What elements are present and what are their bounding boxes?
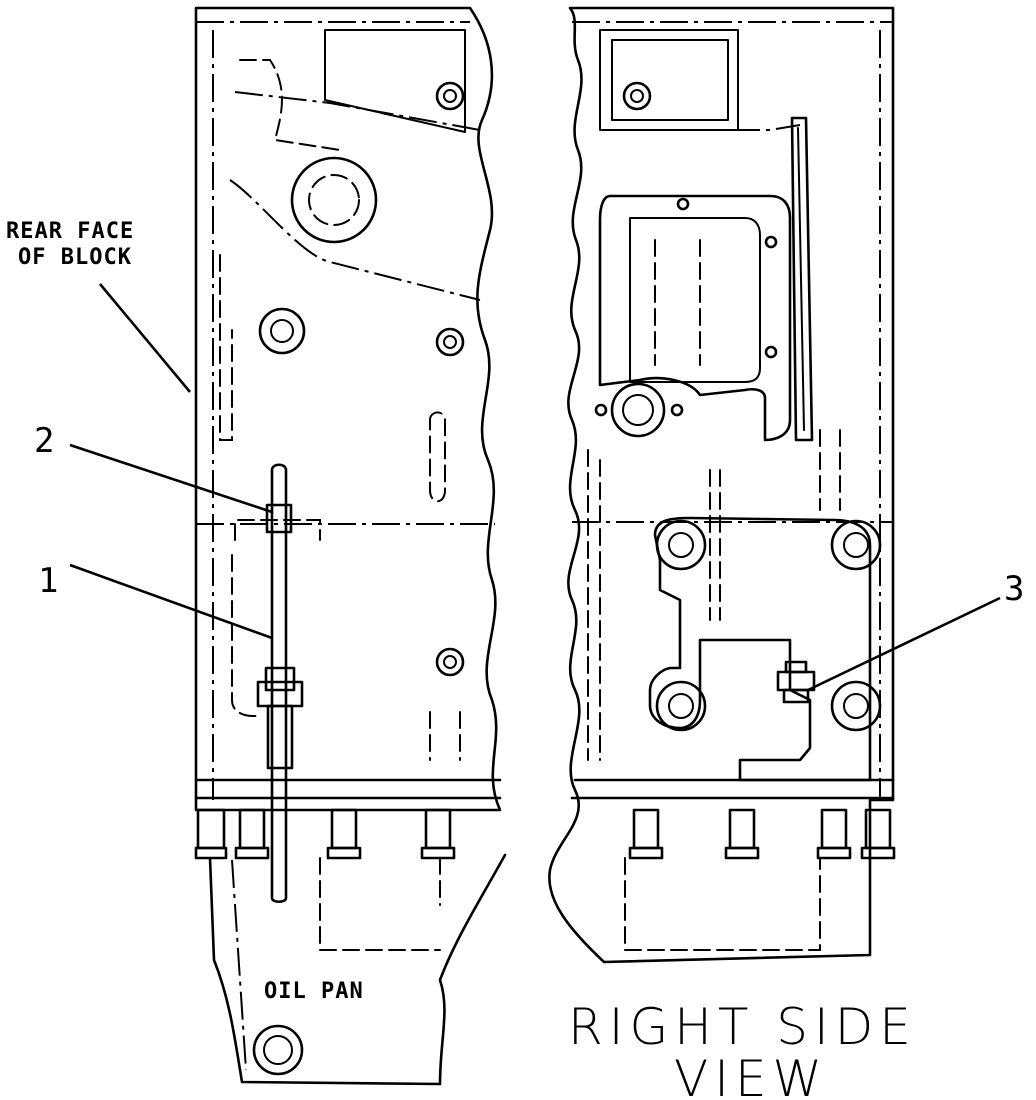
rear-large-boss (290, 156, 378, 244)
oil-pan-centerline (231, 859, 247, 1071)
rear-block-outline (194, 6, 502, 812)
right-window-inner (629, 217, 761, 383)
rear-face-label-line1: REAR FACE (6, 219, 134, 244)
leader-lines (69, 283, 1001, 692)
right-upper-pocket-inner (611, 39, 729, 121)
rear-casting-contour-4 (231, 554, 263, 718)
right-small-hole-3 (764, 345, 778, 359)
rear-boss-2 (258, 307, 306, 355)
rear-casting-contour-2 (219, 254, 233, 441)
right-small-hole-5 (670, 403, 684, 417)
right-pan-dash (624, 857, 821, 951)
right-bolt-hole-top (622, 81, 652, 111)
right-lower-dash-3 (819, 429, 841, 511)
right-window-dash (654, 239, 701, 366)
rear-face-label-line2: OF BLOCK (18, 245, 132, 270)
oil-pan-label: OIL PAN (264, 979, 364, 1004)
right-window-frame (598, 194, 792, 442)
right-cover-plate-inner (797, 127, 805, 431)
right-cover-plate (790, 116, 814, 442)
rear-centerline-diag (229, 179, 481, 301)
rear-bolt-hole-2 (435, 327, 465, 357)
callout-1: 1 (38, 561, 58, 601)
leader-rear-face (99, 283, 191, 393)
rear-casting-contour-1 (239, 59, 341, 151)
rear-casting-contour-3 (429, 411, 446, 503)
view-title-line2: VIEW (674, 1050, 828, 1100)
right-side-view (548, 6, 896, 964)
right-boss-low-right (830, 680, 882, 732)
rear-pan-bolts (194, 808, 456, 860)
right-upper-pocket (599, 29, 739, 131)
right-boss-window (610, 382, 666, 438)
right-small-hole-4 (594, 403, 608, 417)
rear-upper-pocket (324, 29, 466, 133)
right-boss-low-left (655, 680, 707, 732)
right-boss-mid-left (655, 519, 707, 571)
right-lower-dash-2 (709, 469, 721, 621)
right-boss-mid-right (830, 519, 882, 571)
drain-plug (776, 660, 816, 704)
right-small-hole-2 (764, 235, 778, 249)
rear-centerline-upper (234, 91, 481, 131)
dipstick-tube (256, 463, 304, 904)
callout-2: 2 (34, 421, 54, 461)
leader-callout-1 (69, 563, 273, 640)
rear-casting-contour-6 (234, 519, 321, 541)
right-block-outline (548, 6, 895, 964)
labels: REAR FACE OF BLOCK 2 1 3 OIL PAN RIGHT S… (6, 219, 1024, 1100)
oil-pan-flange-dash (319, 857, 441, 951)
view-title-line1: RIGHT SIDE (568, 998, 917, 1056)
callout-3: 3 (1004, 569, 1024, 609)
rear-block-view (194, 6, 507, 1086)
right-pan-bolts (628, 808, 896, 860)
rear-bolt-hole-3 (435, 647, 465, 677)
oil-pan-outline (208, 853, 507, 1086)
rear-bottom-rail (194, 778, 502, 800)
right-lower-dash-1 (587, 449, 601, 761)
leader-callout-2 (69, 443, 273, 514)
rear-casting-contour-5 (429, 711, 461, 761)
oil-pan-drain-boss (252, 1024, 304, 1076)
leader-callout-3 (807, 596, 1001, 692)
right-bottom-rail (570, 778, 895, 800)
right-small-hole-1 (676, 197, 690, 211)
rear-bolt-hole-1 (435, 81, 465, 111)
right-lower-frame (648, 516, 872, 782)
